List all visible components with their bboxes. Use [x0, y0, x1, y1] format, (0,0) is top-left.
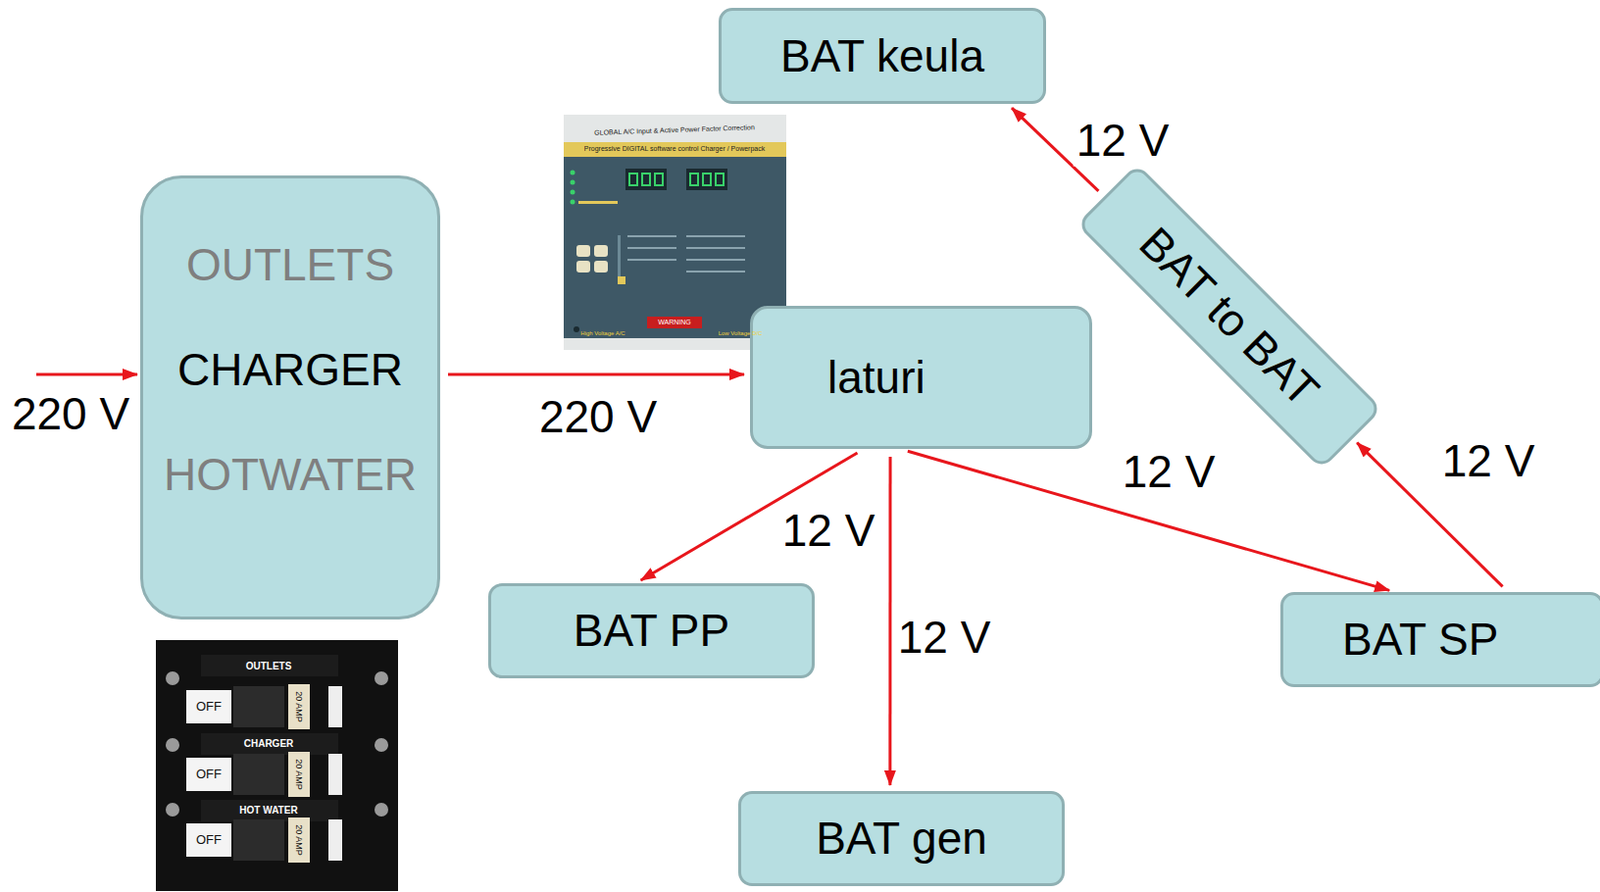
- node-text: CHARGER: [177, 344, 403, 397]
- voltage-label: 12 V: [895, 611, 995, 664]
- breaker-group-box: OUTLETS CHARGER HOTWATER: [140, 175, 441, 620]
- node-text: BAT SP: [1342, 613, 1499, 666]
- battery-box: BAT PP: [488, 583, 815, 679]
- breaker-state: OFF: [196, 767, 222, 783]
- link-box: BAT to BAT: [1076, 163, 1384, 471]
- node-text: BAT to BAT: [1129, 216, 1330, 417]
- breaker-rating: 20 AMP: [294, 824, 304, 856]
- panel-text: Progressive DIGITAL software control Cha…: [584, 145, 765, 153]
- panel-text: Low Voltage D/C: [718, 330, 763, 338]
- breaker-label: HOT WATER: [239, 804, 298, 817]
- panel-text: High Voltage A/C: [580, 330, 625, 338]
- breaker-state: OFF: [196, 700, 222, 715]
- charger-box: laturi: [750, 305, 1093, 450]
- voltage-label: 220 V: [536, 391, 660, 444]
- node-text: BAT gen: [815, 812, 988, 865]
- breaker-rating: 20 AMP: [294, 758, 304, 791]
- input-arrow: [36, 373, 138, 377]
- breaker-label: CHARGER: [244, 738, 295, 750]
- breaker-photo: [155, 640, 399, 892]
- breaker-state: OFF: [196, 833, 222, 849]
- voltage-label: 12 V: [779, 504, 879, 557]
- power-arrow: [448, 372, 745, 376]
- battery-box: BAT SP: [1280, 592, 1600, 688]
- node-text: HOTWATER: [163, 449, 417, 501]
- node-text: BAT PP: [573, 604, 730, 657]
- node-text: laturi: [827, 351, 926, 404]
- node-text: OUTLETS: [186, 239, 395, 292]
- battery-box: BAT gen: [738, 791, 1065, 887]
- breaker-rating: 20 AMP: [294, 691, 304, 723]
- voltage-label: 12 V: [1439, 435, 1539, 488]
- node-text: BAT keula: [780, 30, 985, 83]
- voltage-label: 12 V: [1073, 114, 1173, 167]
- breaker-label: OUTLETS: [246, 660, 293, 673]
- panel-text: GLOBAL A/C Input & Active Power Factor C…: [594, 123, 755, 138]
- battery-box: BAT keula: [718, 7, 1047, 104]
- voltage-label: 12 V: [1119, 446, 1219, 499]
- power-arrow: [888, 456, 892, 786]
- panel-warning: WARNING: [655, 318, 694, 327]
- voltage-label: 220 V: [11, 388, 130, 441]
